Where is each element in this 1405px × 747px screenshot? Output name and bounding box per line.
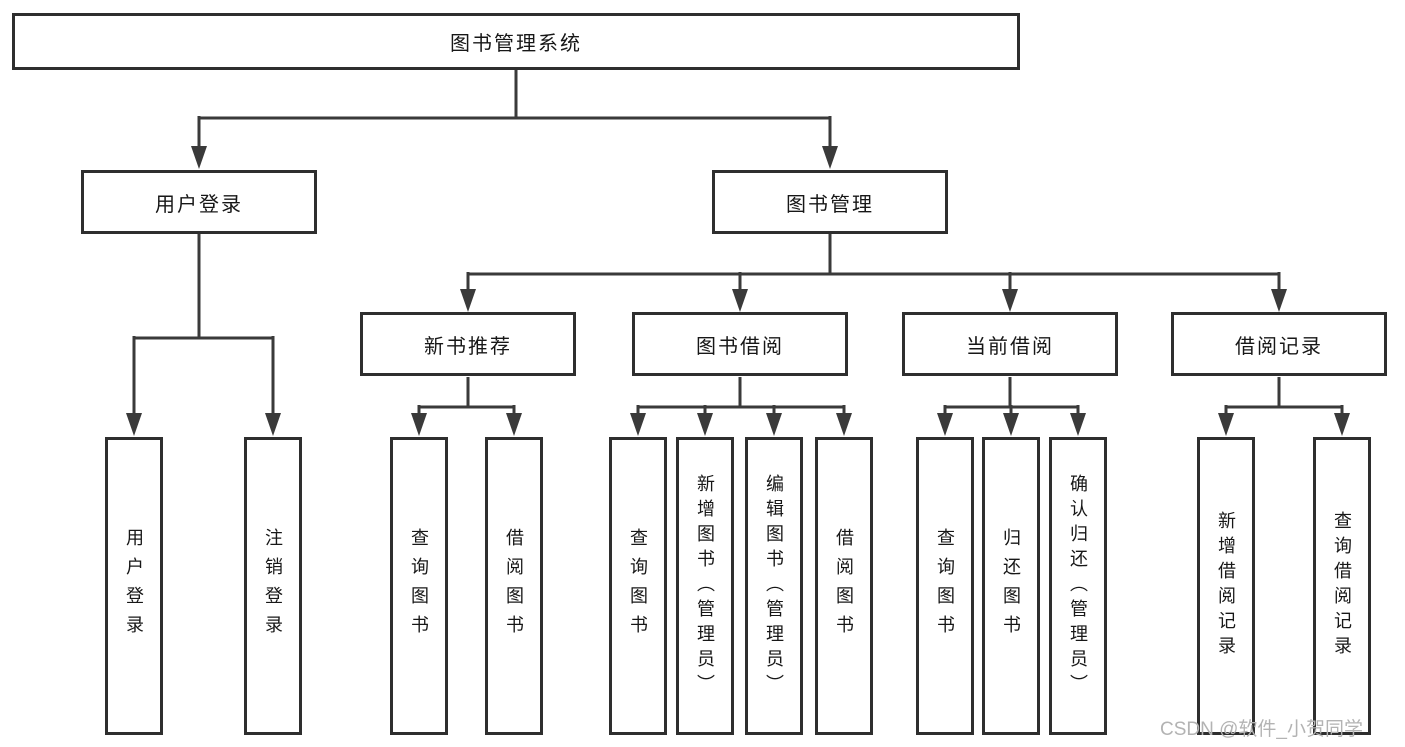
leaf-user-login-label: 用户登录	[124, 528, 144, 644]
leaf-borrow-query-book-label: 查询图书	[628, 528, 648, 644]
leaf-records-query-record-label: 查询借阅记录	[1332, 511, 1352, 661]
node-book-borrow-label: 图书借阅	[696, 335, 784, 358]
leaf-records-add-record: 新增借阅记录	[1197, 437, 1255, 735]
node-book-borrow: 图书借阅	[632, 312, 848, 376]
node-root: 图书管理系统	[12, 13, 1020, 70]
leaf-recommend-query-book: 查询图书	[390, 437, 448, 735]
node-new-book-recommend-label: 新书推荐	[424, 335, 512, 358]
node-book-management-label: 图书管理	[786, 193, 874, 216]
leaf-borrow-add-book-admin: 新增图书（管理员）	[676, 437, 734, 735]
leaf-records-add-record-label: 新增借阅记录	[1216, 511, 1236, 661]
node-borrow-records-label: 借阅记录	[1235, 335, 1323, 358]
node-new-book-recommend: 新书推荐	[360, 312, 576, 376]
node-current-borrow: 当前借阅	[902, 312, 1118, 376]
leaf-current-query-book: 查询图书	[916, 437, 974, 735]
csdn-watermark: CSDN @软件_小贺同学	[1160, 719, 1363, 740]
leaf-current-query-book-label: 查询图书	[935, 528, 955, 644]
leaf-recommend-query-book-label: 查询图书	[409, 528, 429, 644]
leaf-current-return-book-label: 归还图书	[1001, 528, 1021, 644]
leaf-user-login: 用户登录	[105, 437, 163, 735]
leaf-current-confirm-return-admin: 确认归还（管理员）	[1049, 437, 1107, 735]
leaf-borrow-query-book: 查询图书	[609, 437, 667, 735]
leaf-recommend-borrow-book-label: 借阅图书	[504, 528, 524, 644]
leaf-current-return-book: 归还图书	[982, 437, 1040, 735]
leaf-borrow-borrow-book: 借阅图书	[815, 437, 873, 735]
node-user-login: 用户登录	[81, 170, 317, 234]
leaf-borrow-borrow-book-label: 借阅图书	[834, 528, 854, 644]
leaf-logout: 注销登录	[244, 437, 302, 735]
leaf-borrow-add-book-admin-label: 新增图书（管理员）	[695, 473, 715, 699]
leaf-logout-label: 注销登录	[263, 528, 283, 644]
leaf-borrow-edit-book-admin: 编辑图书（管理员）	[745, 437, 803, 735]
node-root-label: 图书管理系统	[450, 33, 582, 55]
node-current-borrow-label: 当前借阅	[966, 335, 1054, 358]
node-book-management: 图书管理	[712, 170, 948, 234]
leaf-borrow-edit-book-admin-label: 编辑图书（管理员）	[764, 473, 784, 699]
leaf-recommend-borrow-book: 借阅图书	[485, 437, 543, 735]
node-user-login-label: 用户登录	[155, 193, 243, 216]
node-borrow-records: 借阅记录	[1171, 312, 1387, 376]
leaf-current-confirm-return-admin-label: 确认归还（管理员）	[1068, 473, 1088, 699]
leaf-records-query-record: 查询借阅记录	[1313, 437, 1371, 735]
